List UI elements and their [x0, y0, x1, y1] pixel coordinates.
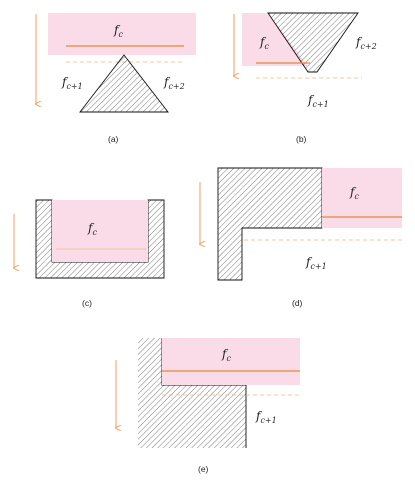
label-fc2: fc+2 [355, 35, 377, 51]
label-fc: fc [113, 23, 123, 39]
label-fc: fc [349, 185, 359, 201]
front-region [52, 200, 148, 262]
hatched-step-obstacle [138, 338, 246, 448]
front-region [242, 13, 308, 66]
panel-b: fc fc+2 fc+1 (b) [234, 12, 377, 144]
front-region [322, 168, 402, 228]
label-fc1: fc+1 [307, 93, 329, 109]
panel-e: fc fc+1 (e) [116, 338, 300, 474]
hatched-triangle-obstacle [79, 54, 169, 113]
label-fc: fc [87, 221, 97, 237]
panel-d: fc fc+1 (d) [200, 167, 402, 308]
caption-a: (a) [108, 134, 119, 144]
label-fc1: fc+1 [61, 75, 83, 91]
caption-b: (b) [296, 134, 307, 144]
front-region [162, 338, 300, 385]
hatched-v-obstacle [267, 12, 359, 73]
label-fc1: fc+1 [305, 255, 327, 271]
label-fc2: fc+2 [163, 75, 185, 91]
front-region [48, 13, 196, 55]
caption-d: (d) [292, 298, 303, 308]
label-fc: fc [259, 35, 269, 51]
caption-e: (e) [198, 464, 209, 474]
label-fc: fc [221, 347, 231, 363]
panel-c: fc (c) [14, 199, 165, 308]
caption-c: (c) [82, 298, 92, 308]
label-fc1: fc+1 [255, 409, 277, 425]
panel-a: fc fc+1 fc+2 (a) [36, 13, 196, 144]
